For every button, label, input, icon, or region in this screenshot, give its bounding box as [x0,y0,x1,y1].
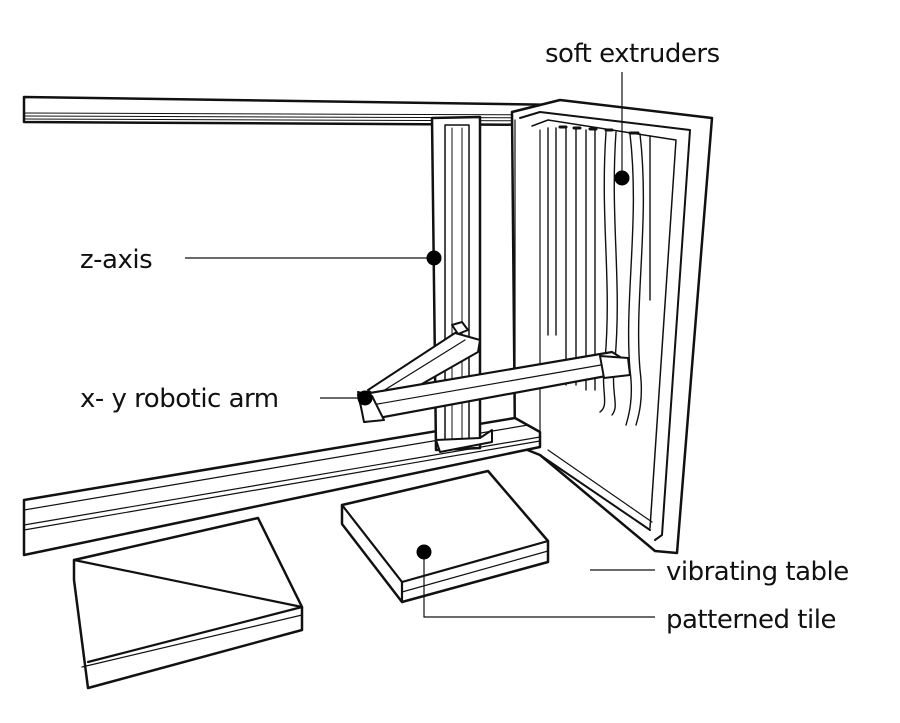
label-z-axis: z-axis [80,245,152,275]
patterned-tile-shape [340,469,550,604]
leader-patterned-tile [416,544,655,618]
label-soft-extruders: soft extruders [545,39,720,69]
left-tile [72,516,304,690]
label-xy-arm: x- y robotic arm [80,384,279,414]
soft-extruders [547,125,651,426]
xy-robotic-arm [356,321,631,424]
leader-z-axis [185,250,442,266]
label-vibrating-table: vibrating table [666,557,849,587]
label-patterned-tile: patterned tile [666,605,836,635]
leader-soft-extruders [614,72,630,186]
leader-xy-arm [320,390,373,406]
back-panel [510,98,714,555]
z-axis-column [430,115,493,453]
top-rail [22,95,567,127]
